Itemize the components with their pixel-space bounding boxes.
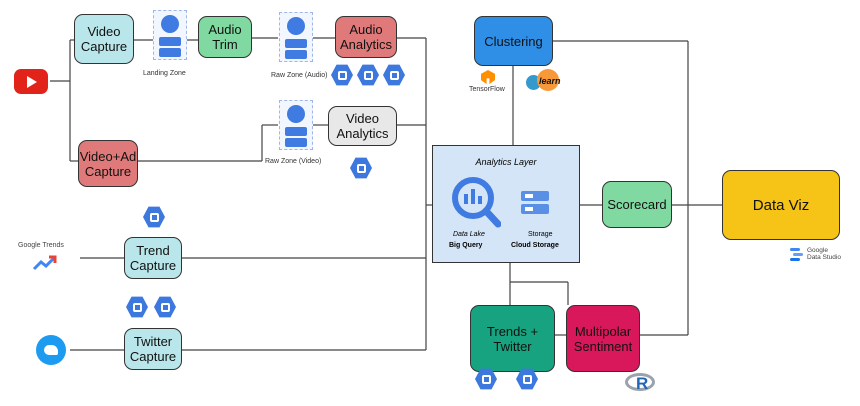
google-trends-label: Google Trends [18, 242, 64, 249]
analytics-layer-title: Analytics Layer [475, 157, 537, 167]
raw-zone-audio-icon [279, 12, 313, 62]
ml-brain-icon [516, 368, 538, 390]
ml-brain-icon [154, 296, 176, 318]
r-label: R [636, 374, 649, 393]
clustering-node: Clustering [474, 16, 553, 66]
tensorflow-label: TensorFlow [469, 86, 505, 93]
big-query-label: Big Query [449, 242, 483, 249]
twitter-logo-icon [36, 335, 66, 365]
video-ad-capture-node: Video+Ad Capture [78, 140, 138, 187]
multipolar-sentiment-node: Multipolar Sentiment [566, 305, 640, 372]
storage-label: Storage [528, 231, 553, 238]
data-studio-label: Google Data Studio [807, 247, 841, 261]
trend-capture-node: Trend Capture [124, 237, 182, 279]
landing-zone-icon [153, 10, 187, 60]
natural-language-icon [475, 368, 497, 390]
youtube-logo-icon [14, 69, 48, 94]
google-trends-logo: Google Trends [18, 242, 78, 278]
natural-language-icon [126, 296, 148, 318]
trends-twitter-node: Trends + Twitter [470, 305, 555, 372]
sklearn-label: learn [539, 76, 561, 86]
landing-zone-label: Landing Zone [143, 70, 186, 77]
video-capture-node: Video Capture [74, 14, 134, 64]
ml-brain-icon [357, 64, 379, 86]
data-viz-node: Data Viz [722, 170, 840, 240]
data-studio-logo: Google Data Studio [790, 245, 850, 267]
audio-analytics-node: Audio Analytics [335, 16, 397, 58]
raw-zone-video-label: Raw Zone (Video) [265, 158, 322, 165]
video-analytics-node: Video Analytics [328, 106, 397, 146]
cloud-storage-label: Cloud Storage [511, 242, 559, 249]
trends-arrow-icon [32, 255, 57, 271]
ml-brain-icon [143, 206, 165, 228]
raw-zone-video-icon [279, 100, 313, 150]
r-logo-icon: R [625, 370, 659, 396]
video-intelligence-icon [350, 157, 372, 179]
analytics-layer: Analytics Layer Data Lake Big Query Stor… [432, 145, 580, 263]
raw-zone-audio-label: Raw Zone (Audio) [271, 72, 328, 79]
data-studio-icon [790, 248, 803, 261]
natural-language-icon [383, 64, 405, 86]
scorecard-node: Scorecard [602, 181, 672, 228]
sklearn-logo-icon: learn [522, 69, 570, 93]
twitter-capture-node: Twitter Capture [124, 328, 182, 370]
data-lake-label: Data Lake [453, 231, 485, 238]
automl-icon [331, 64, 353, 86]
cloud-storage-icon [521, 191, 549, 214]
bigquery-icon [452, 177, 501, 228]
audio-trim-node: Audio Trim [198, 16, 252, 58]
tensorflow-logo-icon [481, 70, 495, 84]
